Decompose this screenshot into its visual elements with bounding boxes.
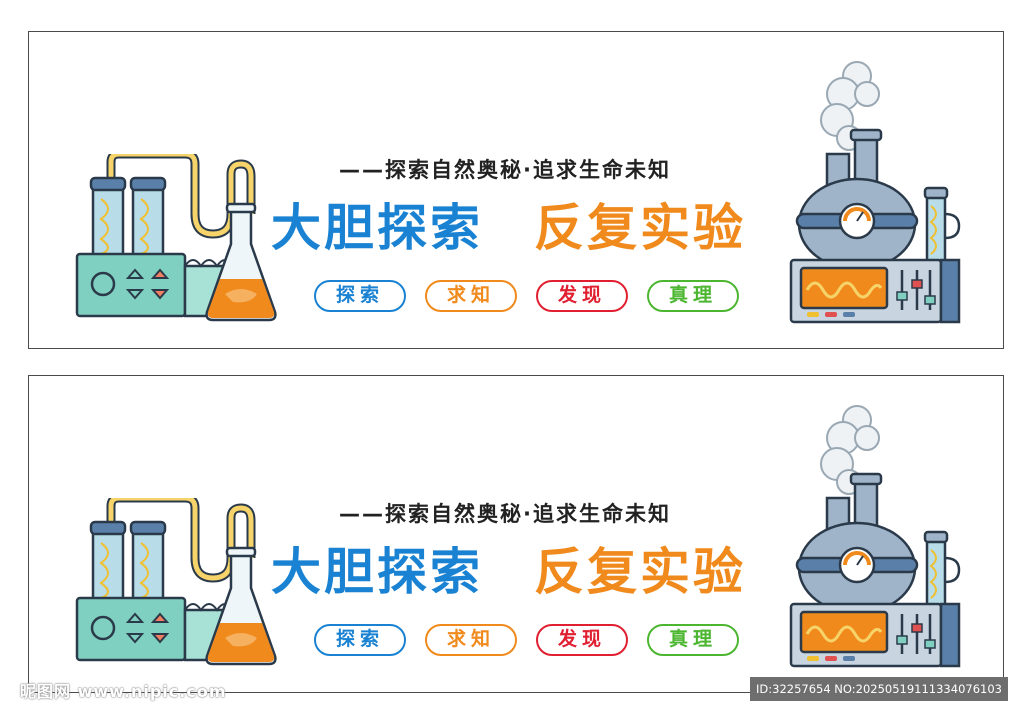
pill-discover: 发现 xyxy=(536,624,628,656)
slogan: ——探索自然奥秘·追求生命未知 xyxy=(339,502,671,526)
banner-bottom: ——探索自然奥秘·追求生命未知 大胆探索 反复实验 探索 求知 发现 真理 xyxy=(28,375,1004,693)
pill-knowledge: 求知 xyxy=(425,624,517,656)
pill-truth: 真理 xyxy=(647,280,739,312)
lab-apparatus-icon xyxy=(73,493,278,668)
title-explore: 大胆探索 xyxy=(271,199,483,257)
lab-apparatus-icon xyxy=(73,149,278,324)
pill-explore: 探索 xyxy=(314,624,406,656)
pill-truth: 真理 xyxy=(647,624,739,656)
pill-knowledge: 求知 xyxy=(425,280,517,312)
id-watermark: ID:32257654 NO:20250519111334076103 xyxy=(750,677,1008,701)
pill-discover: 发现 xyxy=(536,280,628,312)
title-experiment: 反复实验 xyxy=(534,199,746,257)
site-watermark: 昵图网 www.nipic.com xyxy=(20,682,227,701)
pill-explore: 探索 xyxy=(314,280,406,312)
title-experiment: 反复实验 xyxy=(534,543,746,601)
title-explore: 大胆探索 xyxy=(271,543,483,601)
reactor-flask-icon xyxy=(787,398,962,670)
reactor-flask-icon xyxy=(787,54,962,326)
slogan: ——探索自然奥秘·追求生命未知 xyxy=(339,158,671,182)
banner-top: ——探索自然奥秘·追求生命未知 大胆探索 反复实验 探索 求知 发现 真理 xyxy=(28,31,1004,349)
